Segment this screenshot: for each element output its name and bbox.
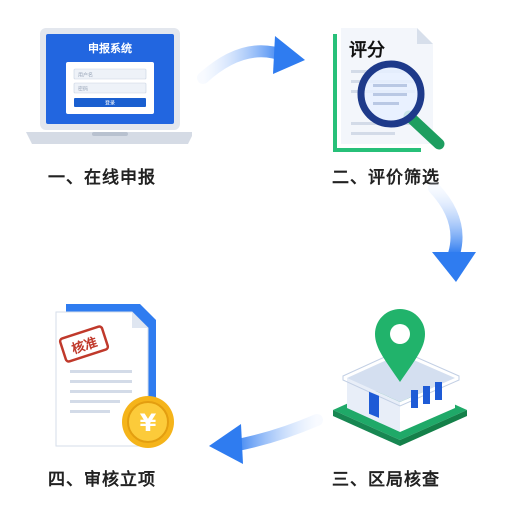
step-online-declaration: 申报系统 用户名 密码 登录 [22,22,192,162]
document-heading: 评分 [349,40,385,61]
username-placeholder: 用户名 [78,72,93,79]
login-button-label: 登录 [105,100,115,107]
laptop-icon: 申报系统 用户名 密码 登录 [26,28,192,144]
flow-arrow-icon [428,182,476,282]
magnifier-document-icon: 评分 [333,28,445,152]
approval-stamp: 核准 [70,334,100,357]
password-placeholder: 密码 [78,86,88,93]
step-approval-project: 核准 ¥ [40,300,190,455]
username-field[interactable] [73,68,147,80]
step-district-verification [325,290,475,450]
step-4-label: 四、审核立项 [48,470,156,489]
flow-arrow-icon [209,414,323,464]
coin-symbol: ¥ [140,409,157,437]
step-evaluation-screening: 评分 [325,22,465,162]
certificate-coin-icon: 核准 ¥ [55,304,174,448]
login-button[interactable] [74,98,146,107]
step-2-label: 二、评价筛选 [332,168,440,187]
location-building-icon [333,309,467,446]
step-3-label: 三、区局核查 [332,470,440,489]
password-field[interactable] [73,82,147,94]
laptop-screen-title: 申报系统 [88,41,132,55]
flow-arrow-icon [197,36,305,84]
step-1-label: 一、在线申报 [48,168,156,187]
